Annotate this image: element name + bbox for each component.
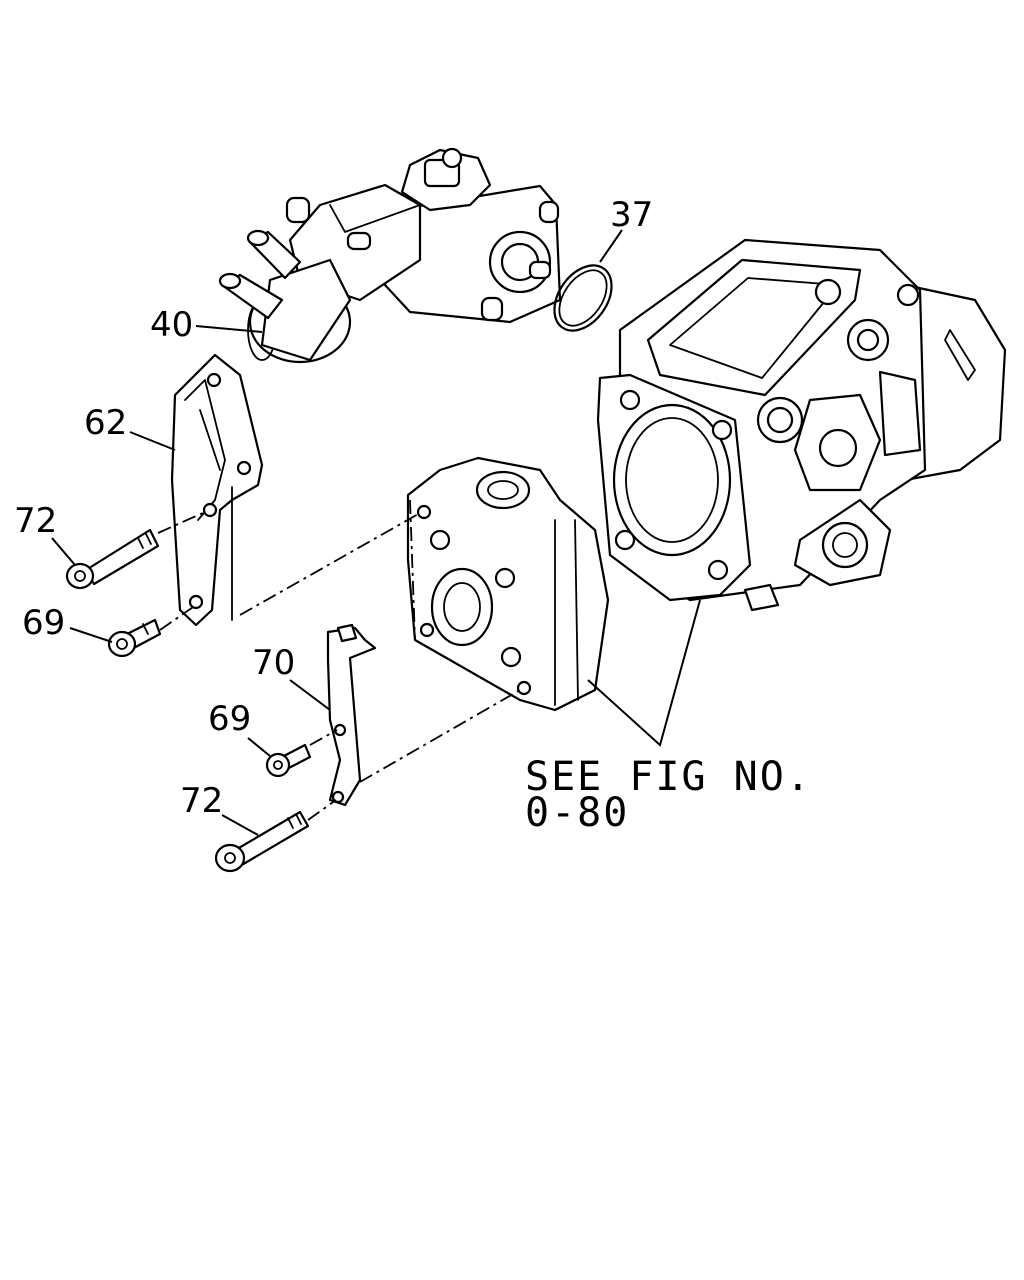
screw-69-upper [107,618,162,658]
callout-37: 37 [610,195,653,235]
part-62-bracket [170,353,264,627]
assembly-center-lines [157,511,521,821]
bolt-72-lower [214,810,310,873]
callout-70: 70 [252,643,295,683]
reference-note-line-1: SEE FIG NO. [525,754,812,800]
callout-62: 62 [84,403,127,443]
part-40-actuator-assembly [218,147,562,364]
callout-69-lower: 69 [208,699,251,739]
callout-72-upper: 72 [14,501,57,541]
bolt-72-upper [65,528,160,590]
pump-housing [596,238,1007,612]
callout-40: 40 [150,305,193,345]
callout-69-upper: 69 [22,603,65,643]
part-37-o-ring [553,264,613,332]
reference-note-line-2: 0-80 [525,790,629,836]
callout-72-lower: 72 [180,781,223,821]
leader-lines [51,229,701,836]
spacer-block [406,456,610,712]
screw-69-lower [265,743,312,778]
